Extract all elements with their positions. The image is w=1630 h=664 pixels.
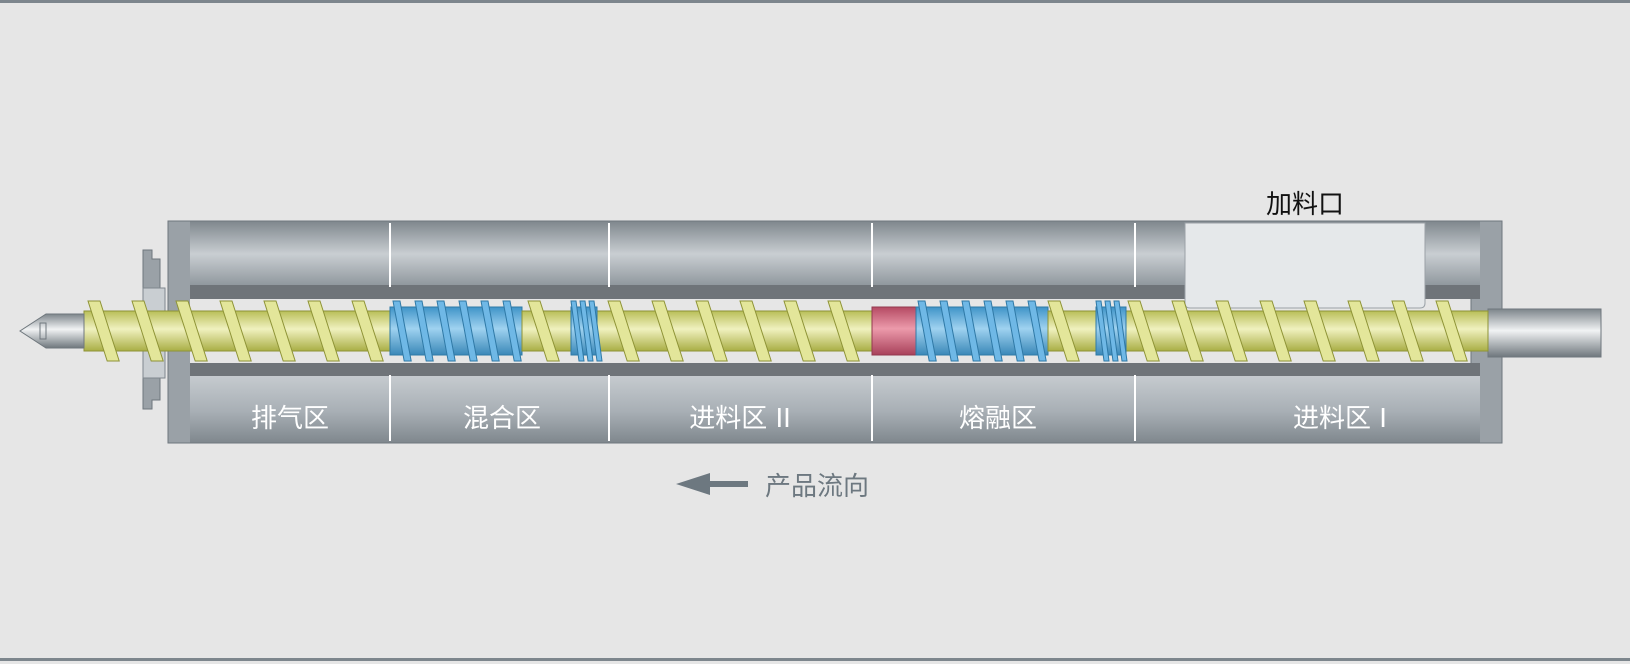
screw-flight — [1005, 300, 1025, 362]
screw-flight — [570, 300, 585, 362]
screw-flight — [961, 300, 981, 362]
feed-port — [1184, 222, 1426, 309]
zone-label-feed-1: 进料区 I — [1293, 404, 1387, 434]
screw-flight — [1303, 300, 1336, 362]
screw-flights — [87, 300, 1468, 362]
screw-flight — [131, 300, 164, 362]
screw-flight — [1104, 300, 1119, 362]
screw-flight — [579, 300, 594, 362]
screw — [83, 300, 1489, 362]
screw-flight — [739, 300, 772, 362]
zone-label-venting: 排气区 — [251, 404, 329, 434]
screw-flight — [502, 300, 522, 362]
screw-flight — [307, 300, 340, 362]
screw-segment-mixing — [389, 306, 523, 356]
screw-flight — [651, 300, 684, 362]
screw-flight — [1113, 300, 1128, 362]
screw-flight — [263, 300, 296, 362]
screw-flight — [1347, 300, 1380, 362]
zone-label-melting: 熔融区 — [959, 404, 1037, 434]
screw-flight — [607, 300, 640, 362]
screw-flight — [588, 300, 603, 362]
extruder-diagram-svg: 排气区 混合区 进料区 II 熔融区 进料区 I 加料口 产品流向 — [19, 190, 1602, 502]
screw-flight — [1171, 300, 1204, 362]
screw-flight — [392, 300, 412, 362]
screw-flight — [527, 300, 560, 362]
screw-flight — [87, 300, 120, 362]
zone-label-feed-2: 进料区 II — [689, 404, 791, 434]
screw-flight — [827, 300, 860, 362]
flow-direction-label: 产品流向 — [765, 472, 869, 502]
screw-flight — [917, 300, 937, 362]
screw-flight — [219, 300, 252, 362]
flow-arrow-icon — [676, 473, 748, 495]
screw-segment-melting-red — [871, 306, 917, 356]
zone-label-mixing: 混合区 — [463, 404, 541, 434]
screw-flight — [458, 300, 478, 362]
screw-flight — [1215, 300, 1248, 362]
screw-flight — [1047, 300, 1080, 362]
screw-flight — [1027, 300, 1047, 362]
screw-flight — [1095, 300, 1110, 362]
screw-tip-notch — [39, 322, 47, 340]
screw-flight — [939, 300, 959, 362]
flow-direction: 产品流向 — [676, 472, 869, 502]
screw-flight — [480, 300, 500, 362]
screw-flight — [783, 300, 816, 362]
screw-flight — [695, 300, 728, 362]
screw-flight — [175, 300, 208, 362]
screw-flight — [436, 300, 456, 362]
screw-flight — [351, 300, 384, 362]
drive-shaft — [1487, 308, 1602, 358]
screw-flight — [1127, 300, 1160, 362]
screw-flight — [1259, 300, 1292, 362]
screw-flight — [983, 300, 1003, 362]
screw-tip — [19, 313, 85, 349]
zone-dividers — [389, 223, 1136, 441]
screw-flight — [414, 300, 434, 362]
screw-flight — [1435, 300, 1468, 362]
feed-port-label: 加料口 — [1266, 190, 1344, 220]
screw-flight — [1391, 300, 1424, 362]
screw-segment-melting-blue — [915, 306, 1049, 356]
